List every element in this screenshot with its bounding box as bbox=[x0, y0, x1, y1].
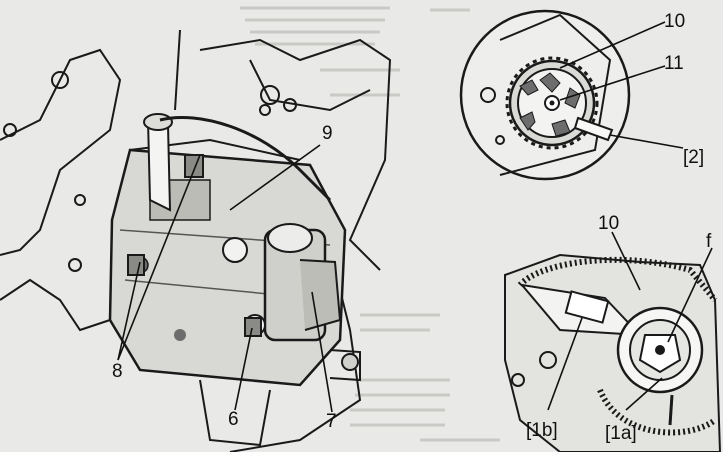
leader-lines-inset bbox=[559, 21, 684, 149]
label-11: 11 bbox=[664, 53, 684, 74]
leader-lines-lower-right bbox=[547, 231, 713, 411]
engine-block-outline bbox=[0, 29, 392, 452]
label-8: 8 bbox=[112, 361, 123, 382]
detail-inset-circle bbox=[459, 9, 631, 181]
leader-lines-main bbox=[117, 144, 333, 413]
lower-mount bbox=[199, 349, 361, 447]
label-1b: [1b] bbox=[526, 420, 558, 441]
label-9: 9 bbox=[322, 123, 333, 144]
pump-bolts bbox=[127, 154, 262, 337]
label-f: f bbox=[706, 231, 712, 252]
pump-flange bbox=[244, 223, 342, 342]
crank-detail bbox=[504, 253, 722, 452]
label-6: 6 bbox=[228, 409, 239, 430]
label-10-bottom: 10 bbox=[598, 213, 620, 234]
label-7: 7 bbox=[326, 411, 337, 432]
label-2: [2] bbox=[683, 147, 705, 168]
label-10-top: 10 bbox=[664, 11, 686, 32]
label-1a: [1a] bbox=[605, 423, 637, 444]
background-text-texture bbox=[240, 6, 500, 442]
